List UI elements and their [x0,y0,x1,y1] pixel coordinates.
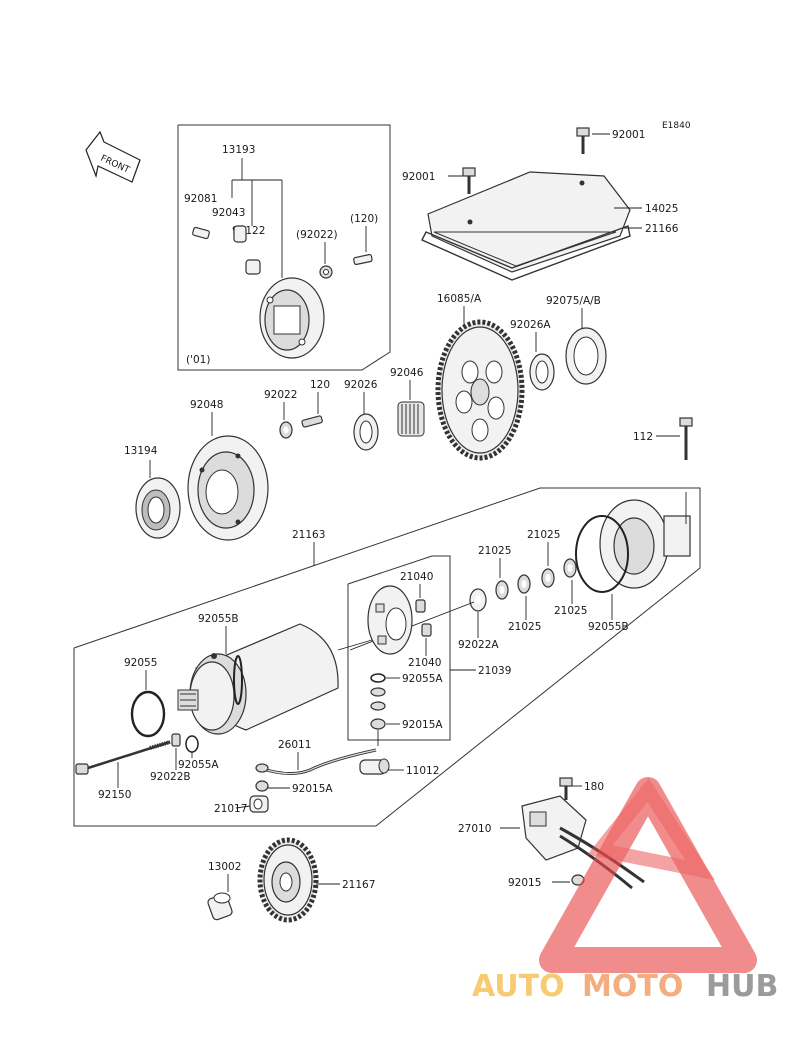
label-120: 120 [310,379,330,391]
washer-92022b [171,733,181,747]
watermark-logo: AUTO MOTO HUB [472,777,778,1004]
year-note: ('01) [186,354,210,366]
o-ring-92055a-small [185,735,199,753]
label-21163: 21163 [292,529,325,541]
o-ring-92055b-right [575,515,629,593]
shaft-13002 [207,892,233,921]
label-21025-c: 21025 [508,621,541,633]
label-21025-b: 21025 [527,529,560,541]
inset-box [177,124,391,371]
watermark-moto: MOTO [582,969,683,1004]
label-21025-a: 21025 [478,545,511,557]
label-92022b: 92022B [150,771,191,783]
washer-92022 [279,421,293,439]
label-92022: 92022 [264,389,297,401]
starter-cover [427,171,631,273]
needle-bearing-92046 [397,401,425,437]
label-92001-b: 92001 [612,129,645,141]
end-cover [599,492,691,589]
o-ring-92055 [130,690,166,738]
label-92015a-lower: 92015A [292,783,333,795]
bolt-92001-a [462,167,476,194]
cable-26011 [255,748,377,775]
label-16085: 16085/A [437,293,482,305]
label-26011: 26011 [278,739,311,751]
one-way-clutch-13194 [135,477,181,539]
label-92043: 92043 [212,207,245,219]
idler-gear-21167 [257,837,319,923]
bolt-112 [679,417,693,460]
gasket [421,225,631,281]
nut-92015a [255,780,269,792]
washer-92022a [469,588,487,612]
label-21040-bottom: 21040 [408,657,441,669]
label-92055: 92055 [124,657,157,669]
label-13002: 13002 [208,861,241,873]
washer-92026a [529,353,555,391]
brush-plate [367,585,413,655]
label-21040-top: 21040 [400,571,433,583]
watermark-hub: HUB [706,969,778,1004]
brush-21040-top [415,599,426,613]
bearing-92075 [565,327,607,385]
label-92026a: 92026A [510,319,551,331]
label-92055b-right: 92055B [588,621,629,633]
terminal-11012 [359,758,390,775]
label-92022a: 92022A [458,639,499,651]
watermark-auto: AUTO [472,969,565,1004]
washer-92026 [353,413,379,451]
label-92015: 92015 [508,877,541,889]
label-13193: 13193 [222,144,255,156]
through-bolt-92150 [75,740,171,775]
label-92001-a: 92001 [402,171,435,183]
label-11012: 11012 [406,765,439,777]
label-92055b-left: 92055B [198,613,239,625]
label-92150: 92150 [98,789,131,801]
label-92046: 92046 [390,367,424,379]
washers-21025 [495,558,577,600]
label-112: 112 [633,431,653,443]
label-120-paren: (120) [350,213,378,225]
label-21025-d: 21025 [554,605,587,617]
starter-clutch-gear [435,319,525,461]
label-92081: 92081 [184,193,217,205]
bolt-120 [301,415,323,428]
label-92055a-upper: 92055A [402,673,443,685]
label-13194: 13194 [124,445,158,457]
label-92048: 92048 [190,399,223,411]
label-92015a-upper: 92015A [402,719,443,731]
starter-motor-group-outline [73,487,701,827]
clutch-housing-92048 [187,435,269,541]
one-way-clutch-inset [192,225,373,359]
brush-21040-bottom [421,623,432,637]
label-21166: 21166 [645,223,679,235]
label-92055a-lower: 92055A [178,759,219,771]
front-arrow-icon: FRONT [85,130,141,183]
terminal-21017 [249,795,269,813]
bolt-180 [559,777,573,800]
label-14025: 14025 [645,203,678,215]
starter-motor [177,623,373,735]
label-92026: 92026 [344,379,378,391]
label-27010: 27010 [458,823,491,835]
o-ring-92055a-stack [370,673,386,746]
label-21039: 21039 [478,665,511,677]
label-92075: 92075/A/B [546,295,601,307]
label-21167: 21167 [342,879,375,891]
diagram-code: E1840 [662,121,691,131]
label-92022-paren: (92022) [296,229,338,241]
label-21017: 21017 [214,803,247,815]
label-180: 180 [584,781,604,793]
brush-plate-group-outline [347,555,451,741]
bolt-92001-b [576,127,590,154]
